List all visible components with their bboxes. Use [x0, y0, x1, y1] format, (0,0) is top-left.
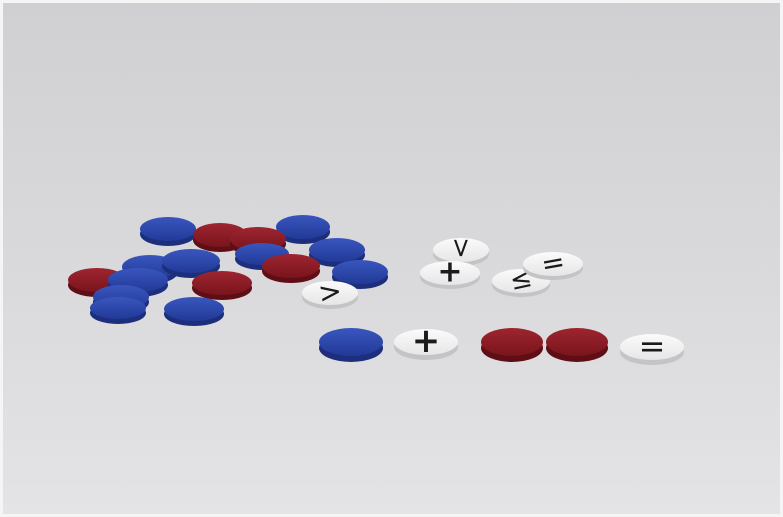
- red-counter: [192, 271, 252, 300]
- equation-equals-symbol: =: [639, 327, 666, 365]
- equation-plus-tile: +: [394, 321, 458, 361]
- equation-red-counter: [546, 328, 608, 362]
- equation-blue-counter: [319, 328, 383, 362]
- greater-than-symbol: >: [316, 274, 344, 310]
- equation-row: + =: [319, 321, 684, 365]
- less-than-symbol: <: [446, 237, 476, 259]
- blue-counter: [140, 217, 196, 246]
- greater-than-tile: >: [302, 274, 358, 310]
- equals-symbol: =: [539, 245, 568, 282]
- equation-equals-tile: =: [620, 327, 684, 365]
- equals-tile: =: [523, 245, 583, 282]
- equation-plus-symbol: +: [412, 321, 441, 361]
- less-than-tile: <: [433, 237, 489, 266]
- red-counter: [262, 254, 320, 283]
- blue-counter: [90, 297, 146, 324]
- plus-tile: +: [420, 255, 480, 290]
- blue-counter: [164, 297, 224, 326]
- plus-symbol: +: [437, 255, 462, 290]
- symbol-tiles: > < + ≤ =: [302, 237, 583, 310]
- equation-red-counter: [481, 328, 543, 362]
- blue-counter: [162, 249, 220, 278]
- counter-pile: [68, 215, 388, 326]
- blue-counter: [332, 260, 388, 289]
- blue-counter: [276, 215, 330, 244]
